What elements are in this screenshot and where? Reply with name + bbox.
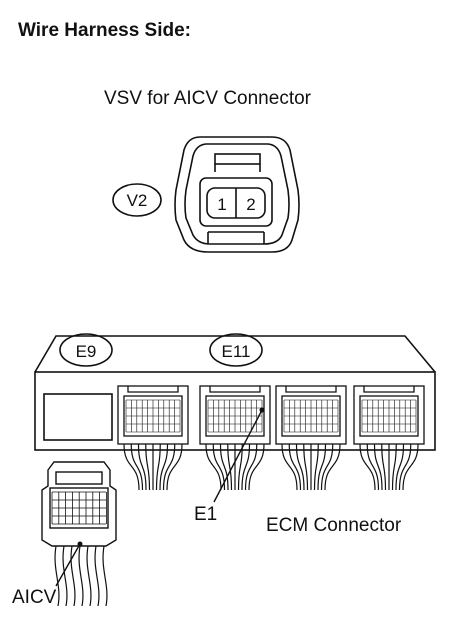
ecm-connector-label: ECM Connector: [266, 515, 402, 536]
ecm-pin-grid: [361, 399, 417, 433]
ecm-connector-3: [275, 385, 347, 445]
e1-label: E1: [194, 504, 217, 525]
aicv-wires: [54, 545, 108, 607]
ecm-connector-2: [199, 385, 271, 445]
ecm-connector-1: [117, 385, 189, 445]
harness-bundle: [359, 443, 419, 491]
ecm-pin-grid: [207, 399, 263, 433]
aicv-pin-grid: [51, 491, 107, 525]
vsv-connector: [174, 136, 300, 253]
ecm-code-tag-e9: E9: [59, 333, 113, 367]
ecm-code-e11: E11: [222, 342, 251, 361]
harness-wires: [123, 443, 419, 491]
ecm-code-tag-e11: E11: [209, 333, 263, 367]
heading: Wire Harness Side:: [18, 20, 191, 41]
ecm-pin-grid: [125, 399, 181, 433]
vsv-connector-title: VSV for AICV Connector: [104, 88, 312, 109]
ecm-connectors: [117, 385, 425, 445]
blank-slot: [43, 393, 113, 441]
vsv-code: V2: [127, 191, 148, 210]
ecm-pin-grid: [283, 399, 339, 433]
aicv-pointer: [55, 541, 83, 587]
vsv-pin-1: 1: [217, 195, 226, 214]
harness-bundle: [281, 443, 341, 491]
ecm-connector-4: [353, 385, 425, 445]
vsv-code-tag: V2: [112, 183, 162, 217]
aicv-label: AICV: [12, 587, 57, 608]
harness-bundle: [123, 443, 183, 491]
vsv-pin-2: 2: [246, 195, 255, 214]
e1-pointer: [213, 407, 265, 503]
harness-bundle: [205, 443, 265, 491]
ecm-code-e9: E9: [76, 342, 97, 361]
